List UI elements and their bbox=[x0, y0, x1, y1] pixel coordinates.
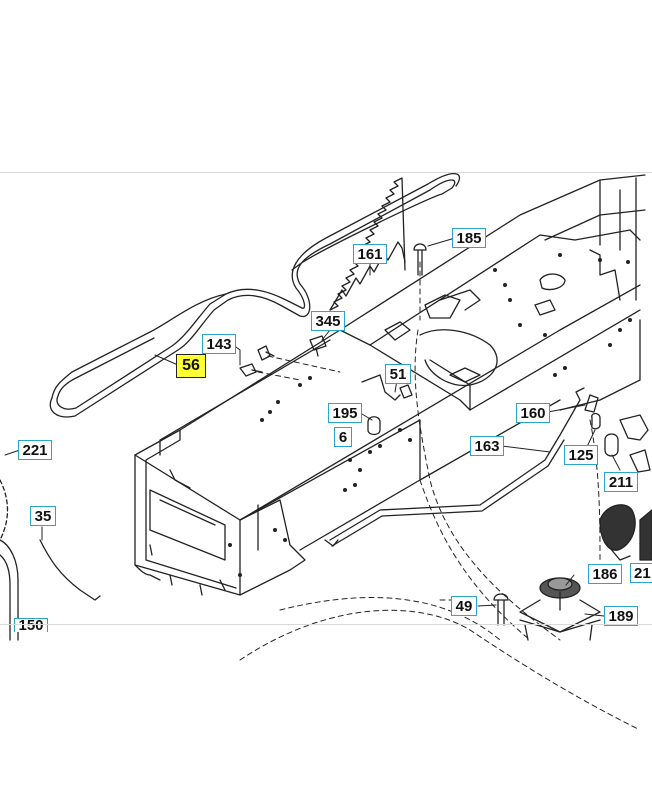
leader-lines bbox=[239, 261, 641, 731]
bushing-6 bbox=[367, 416, 381, 436]
part-label-161[interactable]: 161 bbox=[353, 244, 387, 264]
tension-spring bbox=[329, 177, 406, 311]
label-leaders bbox=[4, 237, 621, 617]
part-label-125[interactable]: 125 bbox=[564, 445, 598, 465]
part-label-143[interactable]: 143 bbox=[202, 334, 236, 354]
top-separator bbox=[0, 172, 652, 173]
part-label-186[interactable]: 186 bbox=[588, 564, 622, 584]
part-label-221[interactable]: 221 bbox=[18, 440, 52, 460]
drive-belt bbox=[49, 173, 461, 418]
bolt-185 bbox=[413, 243, 427, 276]
part-label-345[interactable]: 345 bbox=[311, 311, 345, 331]
part-label-51[interactable]: 51 bbox=[385, 364, 411, 384]
frame-holes bbox=[228, 253, 632, 577]
bolt-345 bbox=[309, 335, 327, 357]
chassis-frame bbox=[134, 174, 646, 596]
part-label-160[interactable]: 160 bbox=[516, 403, 550, 423]
part-label-195[interactable]: 195 bbox=[328, 403, 362, 423]
part-label-163[interactable]: 163 bbox=[470, 436, 504, 456]
bracket-51 bbox=[361, 374, 413, 401]
part-label-6[interactable]: 6 bbox=[334, 427, 352, 447]
part-label-185[interactable]: 185 bbox=[452, 228, 486, 248]
part-label-150[interactable]: 150 bbox=[14, 618, 48, 632]
bracket-189 bbox=[519, 619, 601, 641]
part-label-49[interactable]: 49 bbox=[451, 596, 477, 616]
part-label-211[interactable]: 211 bbox=[604, 472, 638, 492]
part-label-212[interactable]: 21 bbox=[630, 563, 652, 583]
bolt-143 bbox=[239, 345, 275, 377]
bolt-49 bbox=[493, 593, 509, 626]
part-label-35[interactable]: 35 bbox=[30, 506, 56, 526]
bottom-separator bbox=[0, 624, 652, 625]
cable-35 bbox=[0, 479, 101, 601]
part-label-56[interactable]: 56 bbox=[176, 354, 206, 378]
part-label-189[interactable]: 189 bbox=[604, 606, 638, 626]
lever-assembly bbox=[584, 394, 652, 561]
seat-edge bbox=[0, 539, 19, 641]
